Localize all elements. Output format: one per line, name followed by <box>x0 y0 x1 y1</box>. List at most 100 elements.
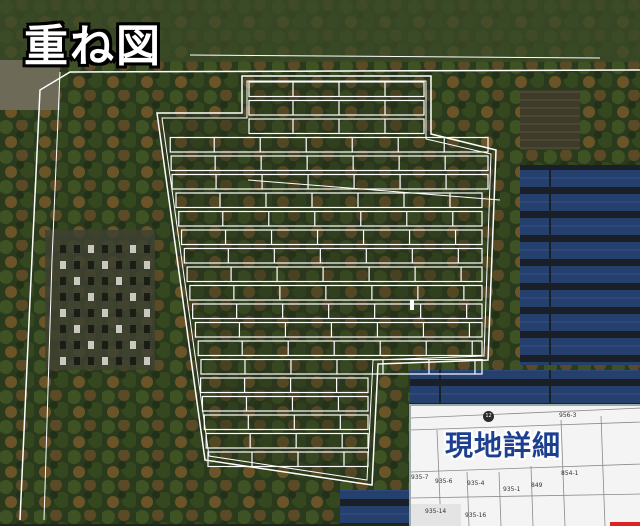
grave-marker <box>102 341 108 349</box>
grave-marker <box>74 293 80 301</box>
grave-markers <box>60 245 150 365</box>
map-title: 重ね図 <box>24 21 162 72</box>
grave-marker <box>130 309 136 317</box>
grave-marker <box>60 293 66 301</box>
grave-marker <box>102 261 108 269</box>
grave-marker <box>144 277 150 285</box>
panel-row <box>180 229 483 246</box>
grave-marker <box>102 357 108 365</box>
grave-marker <box>130 293 136 301</box>
panel-row <box>201 395 369 412</box>
grave-marker <box>60 277 66 285</box>
grave-marker <box>60 357 66 365</box>
grave-marker <box>130 325 136 333</box>
grave-marker <box>74 277 80 285</box>
grave-marker <box>74 245 80 253</box>
grave-marker <box>130 357 136 365</box>
grave-marker <box>116 245 122 253</box>
grave-marker <box>116 325 122 333</box>
panel-row <box>186 266 483 283</box>
panel-row <box>178 210 483 227</box>
grave-marker <box>88 309 94 317</box>
grave-marker <box>130 341 136 349</box>
farm-field <box>520 90 580 150</box>
grave-marker <box>88 245 94 253</box>
lot-label: 935-7 <box>411 474 429 481</box>
grave-marker <box>102 325 108 333</box>
panel-row <box>207 451 369 468</box>
lot-label: 935-1 <box>503 486 521 493</box>
grave-marker <box>60 261 66 269</box>
grave-marker <box>60 245 66 253</box>
grave-marker <box>88 325 94 333</box>
inset-title: 現地詳細 <box>445 429 562 462</box>
lot-label: 854-1 <box>561 470 579 477</box>
grave-marker <box>88 293 94 301</box>
panel-row <box>248 118 425 135</box>
grave-marker <box>88 341 94 349</box>
grave-marker <box>102 277 108 285</box>
panel-row <box>189 284 483 301</box>
grave-marker <box>144 341 150 349</box>
top-vegetation <box>0 0 640 62</box>
site-detail-inset[interactable]: 12 現地詳細 956-3 854-1 935-7 935-6 935-4 93… <box>409 404 640 526</box>
panel-row <box>200 358 483 375</box>
grave-marker <box>102 309 108 317</box>
grave-marker <box>116 309 122 317</box>
panel-row <box>248 99 425 116</box>
panel-row <box>175 192 483 209</box>
grave-marker <box>144 357 150 365</box>
grave-marker <box>130 261 136 269</box>
site-boundary <box>156 75 497 486</box>
building-roof <box>0 60 60 110</box>
panel-row <box>200 377 369 394</box>
grave-marker <box>88 277 94 285</box>
planned-panel-grid <box>169 81 489 468</box>
grave-marker <box>74 357 80 365</box>
grave-marker <box>144 325 150 333</box>
grave-marker <box>88 261 94 269</box>
lot-label: 956-3 <box>559 412 577 419</box>
grave-marker <box>74 261 80 269</box>
panel-row <box>169 136 489 153</box>
grave-marker <box>116 261 122 269</box>
grave-marker <box>116 293 122 301</box>
grave-marker <box>102 293 108 301</box>
panel-row <box>192 303 483 320</box>
grave-marker <box>60 341 66 349</box>
panel-row <box>248 81 425 98</box>
panel-row <box>205 432 369 449</box>
grave-marker <box>88 357 94 365</box>
grave-marker <box>74 325 80 333</box>
lot-label: 935-16 <box>465 512 487 519</box>
grave-marker <box>74 309 80 317</box>
grave-marker <box>60 325 66 333</box>
lot-label: 935-4 <box>467 480 485 487</box>
site-boundary-inner <box>161 80 492 481</box>
grave-marker <box>116 277 122 285</box>
road-marker <box>410 300 414 310</box>
grave-marker <box>144 293 150 301</box>
panel-row <box>203 414 369 431</box>
lot-badge: 12 <box>483 411 494 422</box>
grave-marker <box>116 357 122 365</box>
grave-marker <box>130 245 136 253</box>
lot-label: 935-6 <box>435 478 453 485</box>
accent-mark <box>610 522 640 526</box>
boundary-lines <box>19 54 640 521</box>
cadastral-map <box>411 407 640 526</box>
panel-row <box>183 247 483 264</box>
grave-marker <box>144 261 150 269</box>
grave-marker <box>144 245 150 253</box>
grave-marker <box>60 309 66 317</box>
grave-marker <box>116 341 122 349</box>
panel-row <box>194 321 483 338</box>
grave-marker <box>74 341 80 349</box>
lot-label: 849 <box>531 482 543 489</box>
grave-marker <box>144 309 150 317</box>
lot-label: 935-14 <box>425 508 447 515</box>
panel-row <box>171 173 489 190</box>
panel-row <box>170 155 489 172</box>
panel-row <box>197 340 483 357</box>
